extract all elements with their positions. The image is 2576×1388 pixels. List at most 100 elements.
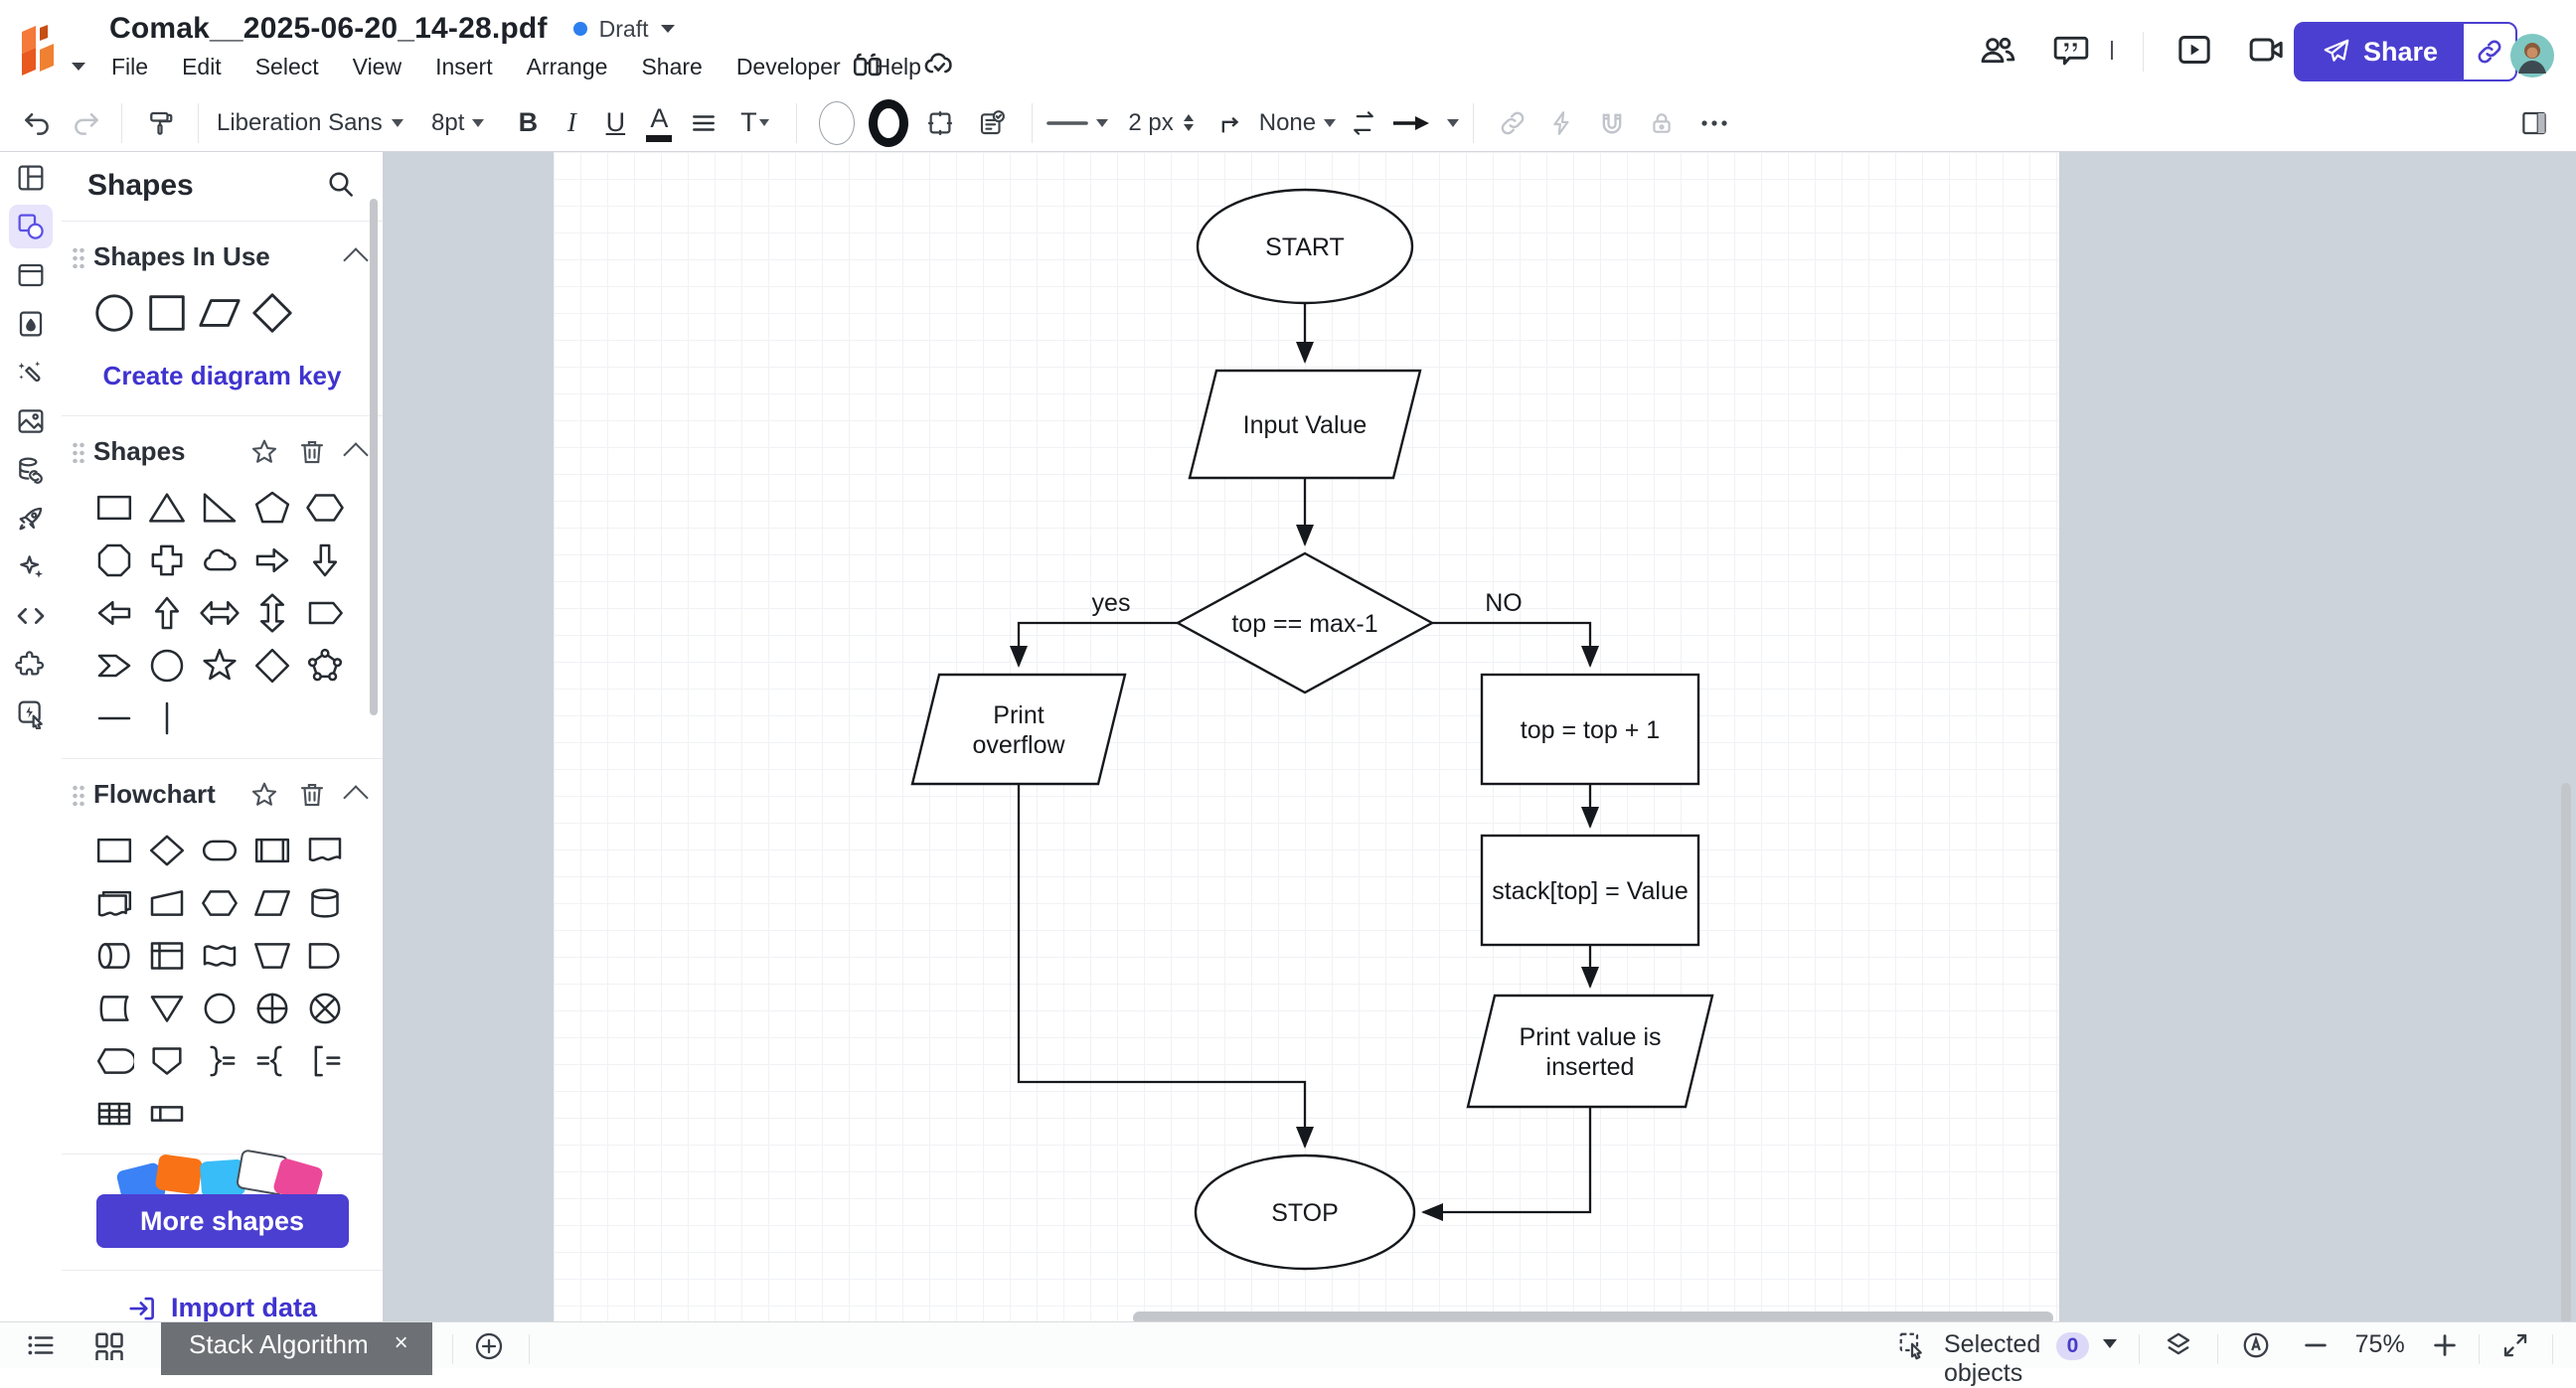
- text-align-button[interactable]: [681, 101, 726, 145]
- rocket-icon[interactable]: [9, 497, 53, 540]
- avatar[interactable]: [2510, 34, 2554, 82]
- palette-shape-hexagon[interactable]: [298, 481, 351, 534]
- canvas-page[interactable]: [554, 152, 2059, 1350]
- palette-shape-decision[interactable]: [140, 824, 193, 876]
- draft-status-label[interactable]: Draft: [598, 15, 649, 42]
- stroke-color-button[interactable]: [863, 98, 914, 147]
- lock-icon[interactable]: [1637, 101, 1687, 145]
- menu-share[interactable]: Share: [641, 53, 703, 79]
- import-data-link[interactable]: Import data: [62, 1271, 383, 1321]
- italic-button[interactable]: I: [566, 107, 576, 137]
- palette-shape-bracket-note[interactable]: [298, 1034, 351, 1087]
- right-panel-toggle[interactable]: [2506, 101, 2562, 145]
- bold-button[interactable]: B: [518, 107, 539, 137]
- menu-insert[interactable]: Insert: [435, 53, 493, 79]
- palette-shape-process[interactable]: [87, 824, 140, 876]
- font-size-select[interactable]: 8pt: [425, 101, 490, 145]
- palette-shape-delay[interactable]: [298, 929, 351, 982]
- palette-shape-pentagon-nodes[interactable]: [298, 639, 351, 692]
- palette-shape-terminator[interactable]: [193, 824, 245, 876]
- layers-icon[interactable]: [2162, 1330, 2195, 1365]
- palette-shape-arrow-right[interactable]: [245, 534, 298, 586]
- magnetize-icon[interactable]: [1587, 101, 1637, 145]
- palette-shape-manual-operation[interactable]: [245, 929, 298, 982]
- shapes-icon[interactable]: [9, 205, 53, 248]
- palette-shape-brace-left[interactable]: [245, 1034, 298, 1087]
- more-shapes-button[interactable]: More shapes: [95, 1194, 349, 1248]
- line-shape-button[interactable]: [1204, 101, 1259, 145]
- format-painter-icon[interactable]: [132, 101, 188, 145]
- zoom-in-button[interactable]: [2431, 1330, 2459, 1365]
- document-outline-icon[interactable]: [24, 1330, 58, 1365]
- palette-shape-triangle[interactable]: [140, 481, 193, 534]
- panels-icon[interactable]: [9, 156, 53, 200]
- palette-shape-predefined[interactable]: [245, 824, 298, 876]
- palette-shape-octagon[interactable]: [87, 534, 140, 586]
- line-width-stepper[interactable]: 2 px: [1128, 101, 1194, 145]
- palette-shape-rect[interactable]: [87, 481, 140, 534]
- magic-icon[interactable]: [9, 351, 53, 394]
- palette-shape-table[interactable]: [87, 1087, 140, 1140]
- palette-shape-parallelogram[interactable]: [193, 286, 245, 339]
- find-binoculars-icon[interactable]: [851, 48, 885, 86]
- palette-shape-diamond[interactable]: [245, 639, 298, 692]
- palette-shape-data[interactable]: [245, 876, 298, 929]
- zoom-level[interactable]: 75%: [2354, 1330, 2405, 1358]
- menu-help[interactable]: Help: [874, 53, 921, 79]
- v-scrollbar[interactable]: [2561, 783, 2571, 1339]
- panel-scrollbar[interactable]: [370, 199, 378, 715]
- palette-shape-connector[interactable]: [193, 982, 245, 1034]
- palette-shape-paper-tape[interactable]: [193, 929, 245, 982]
- collapse-chevron-icon[interactable]: [343, 246, 369, 273]
- page-tab-close-icon[interactable]: ×: [394, 1329, 408, 1356]
- line-style-select[interactable]: [1046, 101, 1109, 145]
- hyperlink-icon[interactable]: [1488, 101, 1537, 145]
- palette-shape-right-triangle[interactable]: [193, 481, 245, 534]
- trash-icon[interactable]: [297, 780, 327, 810]
- code-icon[interactable]: [9, 594, 53, 638]
- diagram-key-button[interactable]: [966, 101, 1018, 145]
- drag-handle[interactable]: [72, 440, 85, 463]
- palette-shape-arrow-up[interactable]: [140, 586, 193, 639]
- palette-shape-display[interactable]: [87, 1034, 140, 1087]
- comments-icon[interactable]: [2049, 30, 2093, 75]
- automation-icon[interactable]: [9, 692, 53, 735]
- line-endpoint-select[interactable]: None: [1259, 101, 1337, 145]
- font-color-button[interactable]: A: [637, 101, 681, 145]
- palette-shape-circle[interactable]: [87, 286, 140, 339]
- arrow-style-select[interactable]: [1391, 101, 1460, 145]
- palette-shape-chevron[interactable]: [87, 639, 140, 692]
- data-linking-icon[interactable]: [9, 448, 53, 492]
- palette-shape-off-page[interactable]: [140, 1034, 193, 1087]
- copy-link-button[interactable]: [2464, 24, 2516, 79]
- palette-shape-direct-data[interactable]: [87, 929, 140, 982]
- accessibility-icon[interactable]: [2240, 1330, 2272, 1365]
- text-options-button[interactable]: T: [726, 101, 782, 145]
- collapse-chevron-icon[interactable]: [343, 784, 369, 811]
- swap-arrows-button[interactable]: [1336, 101, 1391, 145]
- palette-shape-brace-right[interactable]: [193, 1034, 245, 1087]
- palette-shape-signpost[interactable]: [298, 586, 351, 639]
- create-diagram-key-link[interactable]: Create diagram key: [102, 361, 342, 390]
- palette-shape-stored-data[interactable]: [87, 982, 140, 1034]
- menu-developer[interactable]: Developer: [735, 53, 841, 79]
- palette-shape-square[interactable]: [140, 286, 193, 339]
- undo-button[interactable]: [12, 101, 62, 145]
- palette-shape-arrow-down[interactable]: [298, 534, 351, 586]
- star-icon[interactable]: [249, 780, 279, 810]
- canvas-area[interactable]: [383, 151, 2576, 1350]
- palette-shape-summing[interactable]: [298, 982, 351, 1034]
- palette-shape-diamond[interactable]: [245, 286, 298, 339]
- shape-search-icon[interactable]: [325, 168, 357, 205]
- palette-shape-preparation[interactable]: [193, 876, 245, 929]
- frame-button[interactable]: [914, 101, 966, 145]
- palette-shape-cross[interactable]: [140, 534, 193, 586]
- star-icon[interactable]: [249, 437, 279, 467]
- menu-select[interactable]: Select: [254, 53, 319, 79]
- share-button[interactable]: Share: [2296, 24, 2464, 79]
- redo-button[interactable]: [62, 101, 111, 145]
- palette-shape-star-shape[interactable]: [193, 639, 245, 692]
- more-options-button[interactable]: [1687, 101, 1742, 145]
- selected-objects-control[interactable]: Selected objects 0: [1944, 1322, 2118, 1388]
- palette-shape-pentagon[interactable]: [245, 481, 298, 534]
